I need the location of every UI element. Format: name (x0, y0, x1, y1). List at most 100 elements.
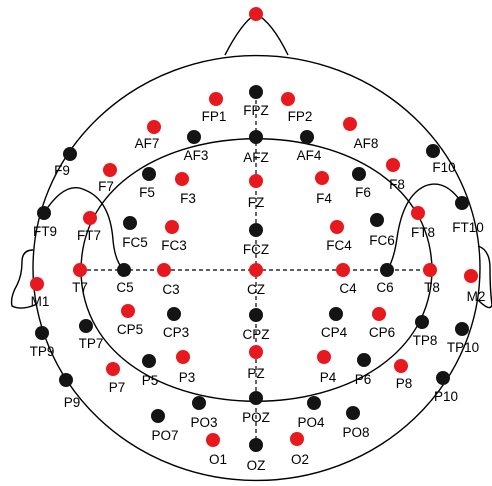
electrode-dot (35, 326, 49, 340)
electrode-tp8: TP8 (413, 315, 438, 348)
electrode-label: FC3 (161, 238, 187, 253)
electrode-label: FC5 (122, 235, 148, 250)
electrode-dot (411, 206, 425, 220)
electrode-dot (307, 396, 321, 410)
electrode-dot (249, 7, 263, 21)
electrode-dot (249, 438, 263, 452)
electrode-label: CZ (247, 282, 265, 297)
electrode-poz: POZ (242, 391, 270, 425)
electrode-p6: P6 (355, 353, 371, 387)
electrode-label: P9 (64, 395, 81, 410)
left-temporal-curve (43, 186, 125, 271)
electrode-dot (103, 163, 117, 177)
electrode-ft9: FT9 (33, 206, 57, 239)
electrode-dot (37, 206, 51, 220)
electrode-c4: C4 (336, 263, 357, 296)
electrode-label: FT8 (411, 225, 435, 240)
electrode-dot (300, 130, 314, 144)
electrode-dot (394, 359, 408, 373)
electrode-ft10: FT10 (452, 196, 484, 235)
electrode-dot (157, 263, 171, 277)
electrode-p10: P10 (434, 371, 458, 404)
electrode-fp2: FP2 (281, 92, 312, 124)
electrode-dot (106, 362, 120, 376)
electrode-label: AF4 (297, 148, 322, 163)
electrode-af8: AF8 (343, 117, 378, 151)
electrode-dot (176, 350, 190, 364)
electrode-dot (386, 158, 400, 172)
electrode-po7: PO7 (151, 409, 179, 443)
electrode-tp9: TP9 (30, 326, 54, 359)
electrode-p8: P8 (394, 359, 412, 391)
electrode-label: F9 (54, 163, 70, 178)
electrode-label: PZ (247, 366, 264, 381)
electrode-dot (192, 396, 206, 410)
electrode-dot (59, 373, 73, 387)
electrode-fc3: FC3 (161, 220, 187, 253)
right-ear (477, 245, 492, 309)
electrode-label: FT7 (77, 228, 101, 243)
electrode-label: FPZ (243, 103, 269, 118)
electrode-cz: CZ (247, 263, 265, 297)
electrode-label: TP8 (413, 333, 438, 348)
electrode-dot (249, 130, 263, 144)
electrode-dot (380, 263, 394, 277)
electrode-oz: OZ (247, 438, 265, 473)
electrode-tp7: TP7 (79, 319, 103, 351)
electrode-label: T8 (424, 280, 440, 295)
electrode-dot (415, 315, 429, 329)
electrode-dot (175, 172, 189, 186)
electrode-dot (249, 391, 263, 405)
electrode-dot (455, 196, 469, 210)
electrode-label: AF7 (135, 136, 160, 151)
electrode-dot (151, 409, 165, 423)
electrode-label: M2 (467, 289, 486, 304)
electrode-label: P10 (434, 389, 458, 404)
electrode-c3: C3 (157, 263, 180, 297)
electrode-label: M1 (31, 294, 50, 309)
electrode-label: FZ (248, 195, 265, 210)
electrode-dot (249, 263, 263, 277)
electrode-tp10: TP10 (447, 322, 479, 355)
electrode-label: O1 (209, 452, 227, 467)
electrode-f3: F3 (175, 172, 196, 206)
electrode-p4: P4 (317, 350, 337, 385)
electrode-nasion (249, 7, 263, 21)
electrode-po8: PO8 (342, 406, 370, 440)
electrode-dot (187, 130, 201, 144)
electrode-dot (370, 213, 384, 227)
electrode-label: F4 (316, 191, 332, 206)
electrode-dot (290, 432, 304, 446)
electrode-dot (117, 263, 131, 277)
electrode-dot (357, 353, 371, 367)
electrode-label: F3 (180, 191, 196, 206)
electrode-label: FCZ (243, 242, 269, 257)
electrode-c5: C5 (116, 263, 134, 295)
electrode-dot (426, 144, 440, 158)
left-ear (10, 249, 38, 309)
electrode-f7: F7 (98, 163, 117, 194)
electrode-ft7: FT7 (77, 211, 101, 243)
electrode-dot (330, 220, 344, 234)
electrode-dot (336, 263, 350, 277)
electrode-m2: M2 (464, 269, 485, 304)
electrode-fcz: FCZ (243, 223, 269, 257)
electrode-dot (206, 433, 220, 447)
electrode-cp3: CP3 (163, 307, 189, 340)
electrode-dot (165, 220, 179, 234)
electrode-label: FC4 (326, 238, 352, 253)
electrode-fc6: FC6 (369, 213, 395, 248)
electrode-dot (249, 345, 263, 359)
electrode-label: PO3 (190, 415, 217, 430)
electrode-label: CP3 (163, 325, 189, 340)
electrode-label: F5 (139, 185, 155, 200)
electrode-label: C3 (162, 282, 179, 297)
electrode-label: O2 (291, 452, 309, 467)
electrode-dot (79, 319, 93, 333)
electrode-dot (436, 371, 450, 385)
electrode-dot (123, 216, 137, 230)
electrode-label: F10 (432, 160, 455, 175)
electrode-p9: P9 (59, 373, 80, 410)
electrode-dot (147, 120, 161, 134)
